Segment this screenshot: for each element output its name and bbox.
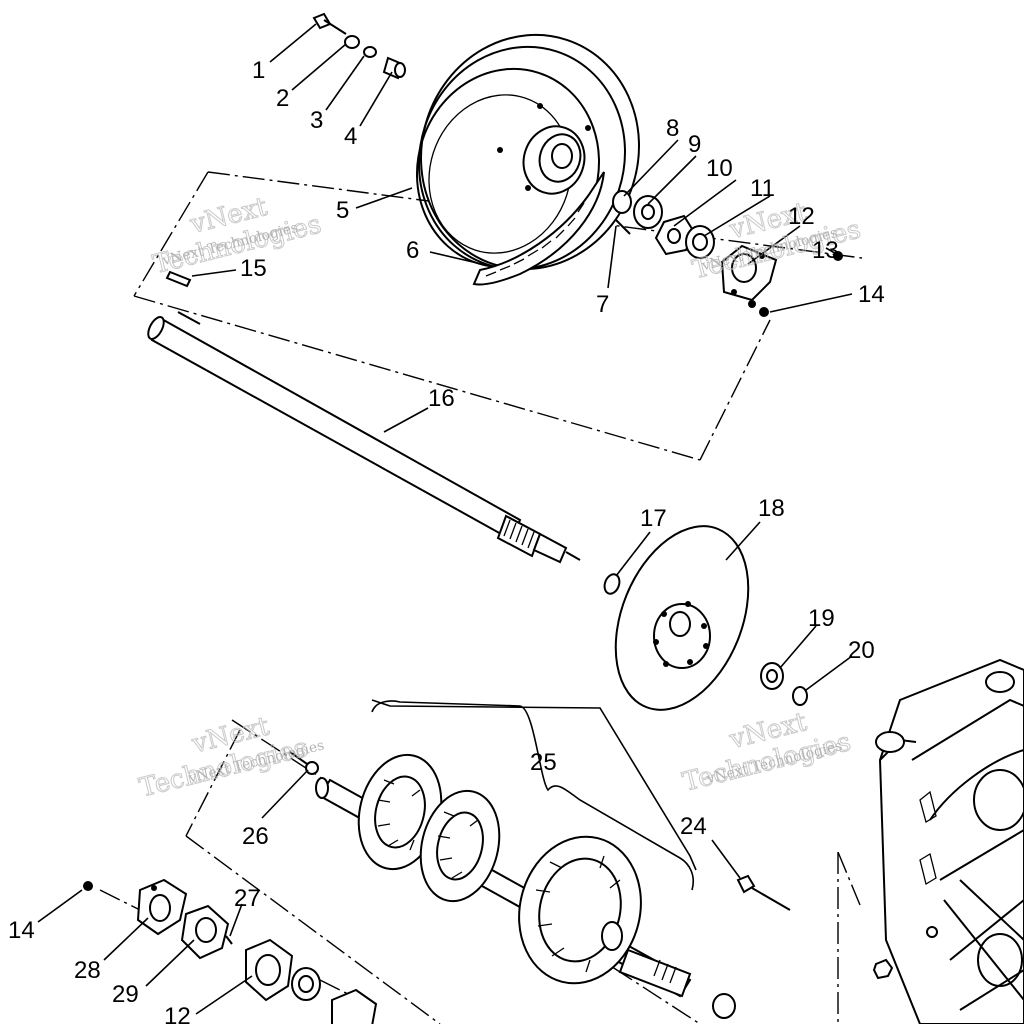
- chaincase-housing: [875, 658, 1024, 1024]
- bolt-part-1: [312, 12, 347, 35]
- track-drive-shaft-part-25: [315, 753, 692, 998]
- drive-shaft-part-16: [147, 311, 581, 564]
- key-part-15: [165, 270, 192, 288]
- washer-part-3: [363, 46, 377, 58]
- callout-27: 27: [234, 885, 261, 912]
- gasket-part-29: [180, 904, 230, 960]
- callout-5: 5: [336, 197, 349, 224]
- callout-14-lower: 14: [8, 917, 35, 944]
- leader-lines: [37, 23, 853, 1015]
- washer-part-9: [633, 195, 663, 229]
- callout-2: 2: [276, 85, 289, 112]
- callout-1: 1: [252, 57, 265, 84]
- bolt-part-26: [289, 751, 319, 775]
- callout-28: 28: [74, 957, 101, 984]
- callout-4: 4: [344, 123, 357, 150]
- flange-lower-right: [331, 988, 378, 1024]
- flange-part-10: [654, 214, 696, 256]
- callout-16: 16: [428, 385, 455, 412]
- callout-19: 19: [808, 605, 835, 632]
- callout-3: 3: [310, 107, 323, 134]
- watermark-lower-right: vNext Technologies vNext Technologies: [679, 707, 854, 799]
- bearing-lower: [291, 967, 321, 1001]
- bearing-part-19: [760, 662, 784, 690]
- callout-11: 11: [750, 175, 775, 202]
- pin-part-27: [225, 935, 233, 945]
- bearing-flange-part-12: [720, 244, 778, 302]
- o-ring-part-20: [792, 686, 808, 706]
- bracket-part-25: [371, 700, 695, 891]
- nut-part-14-lower: [83, 881, 93, 891]
- bolt-part-24: [736, 874, 791, 911]
- callout-12-lower: 12: [164, 1003, 191, 1024]
- callout-14: 14: [858, 281, 885, 308]
- callout-20: 20: [848, 637, 875, 664]
- callout-15: 15: [240, 255, 267, 282]
- callout-25: 25: [530, 749, 557, 776]
- bearing-bottom: [712, 993, 736, 1019]
- bushing-part-4: [382, 56, 406, 80]
- watermark-lower-left: vNext Technologies vNext Technologies: [136, 711, 326, 804]
- washer-part-8: [612, 190, 632, 214]
- brake-disc-part-18: [614, 525, 750, 711]
- bearing-flange-part-12-lower: [245, 938, 294, 1002]
- nut-part-14-upper: [759, 307, 769, 317]
- callout-labels: 1 2 3 4 5 6 7 8 9 10 11 12 13 14 15 16 1…: [8, 57, 885, 1024]
- nut-lower-right: [872, 958, 894, 980]
- flange-part-28: [136, 878, 188, 936]
- callout-9: 9: [688, 131, 701, 158]
- callout-12: 12: [788, 203, 815, 230]
- callout-29: 29: [112, 981, 139, 1008]
- callout-7: 7: [596, 291, 609, 318]
- pin-part-7: [615, 219, 631, 235]
- callout-13: 13: [812, 237, 839, 264]
- callout-17: 17: [640, 505, 667, 532]
- o-ring-part-17: [603, 573, 621, 595]
- callout-18: 18: [758, 495, 785, 522]
- washer-part-2: [344, 35, 360, 49]
- callout-26: 26: [242, 823, 269, 850]
- callout-8: 8: [666, 115, 679, 142]
- drive-chain-part-6: [472, 171, 605, 286]
- watermark-upper-left: vNext Technologies vNext Technologies: [150, 191, 325, 280]
- callout-24: 24: [680, 813, 707, 840]
- callout-10: 10: [706, 155, 733, 182]
- callout-6: 6: [406, 237, 419, 264]
